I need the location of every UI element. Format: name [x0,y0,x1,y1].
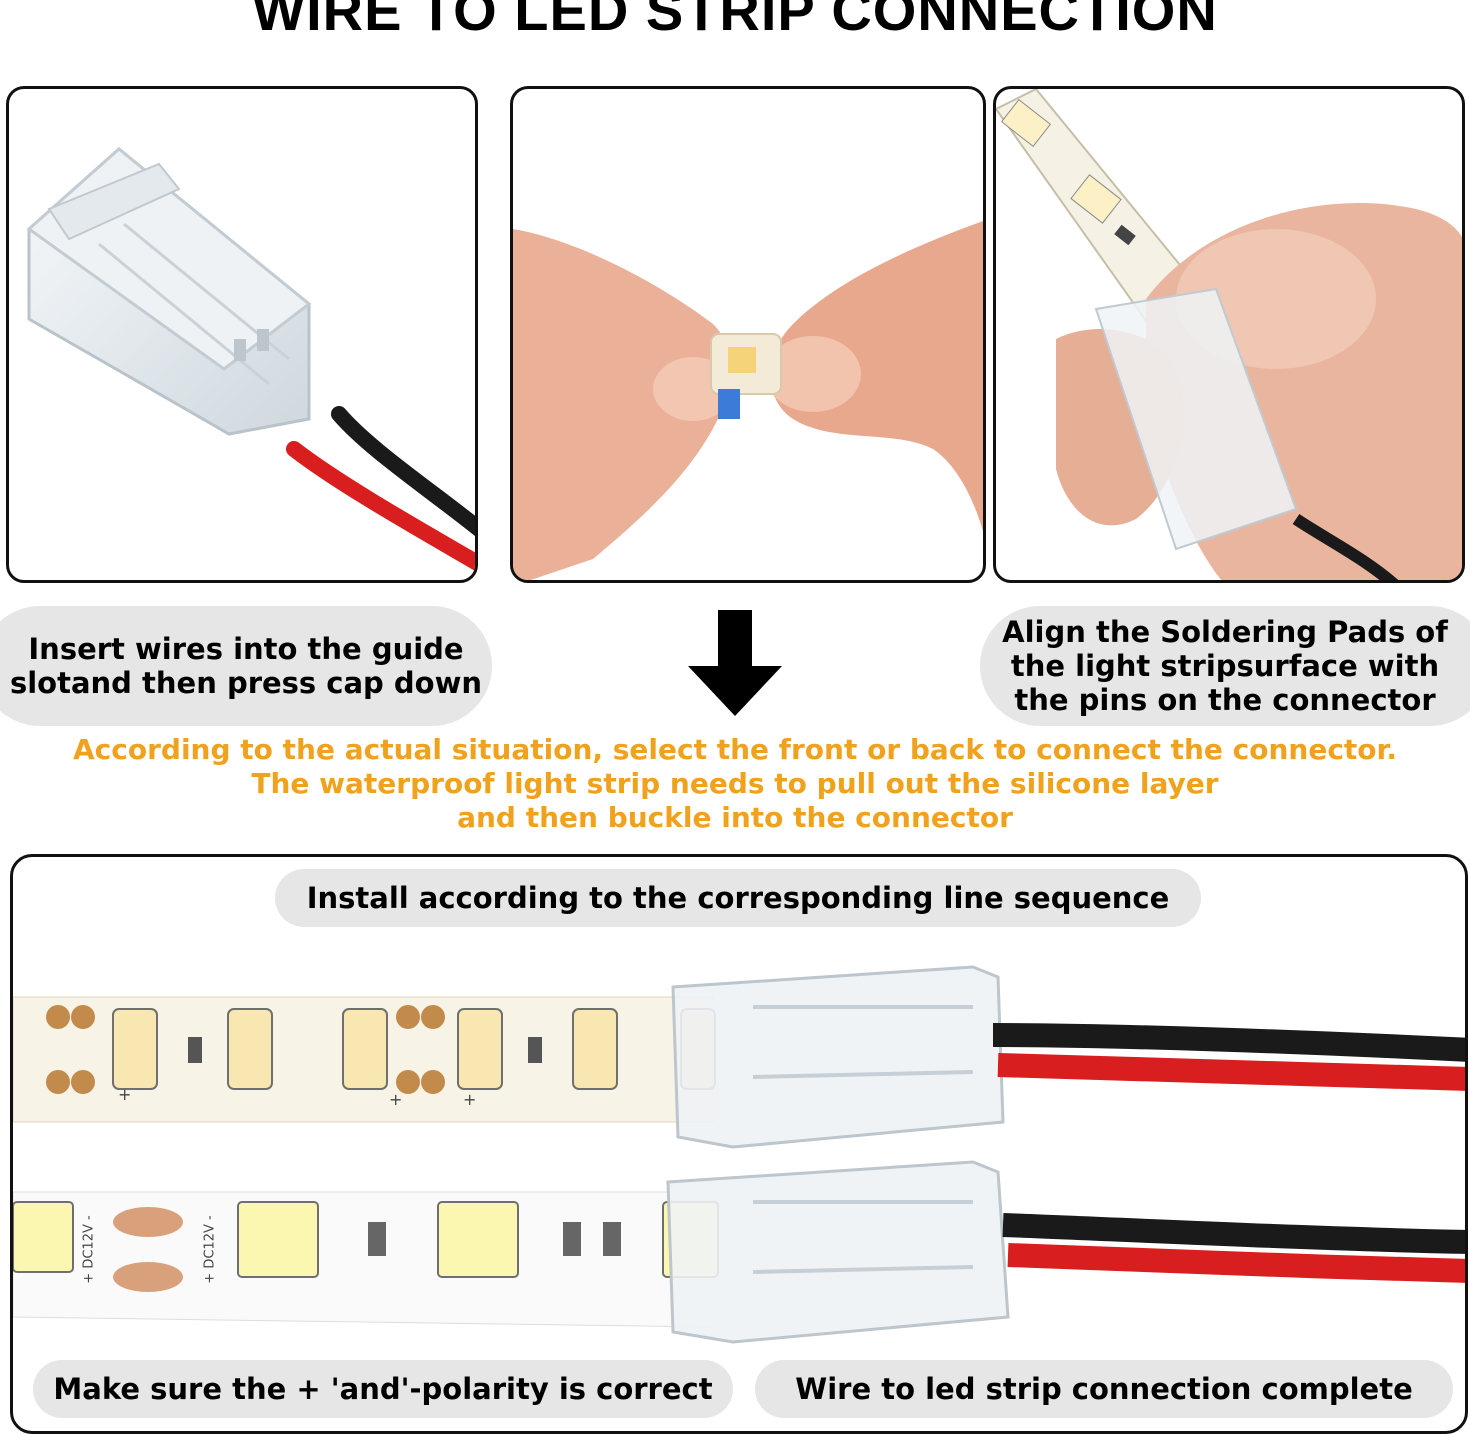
led-strip-bottom-icon [13,1191,719,1328]
led-strip-top-icon [13,996,716,1123]
connector-top-icon [671,965,1005,1149]
line-sequence-label: Install according to the corresponding l… [275,869,1201,927]
polarity-label: Make sure the + 'and'-polarity is correc… [33,1360,733,1418]
strip1-plus-mark-3: + [463,1090,477,1109]
strip1-plus-mark-1: + [118,1085,132,1104]
small-connector-icon [710,333,782,419]
photo-aligning-strip [993,86,1465,583]
strip2-voltage-mark-1: + DC12V - [81,1215,97,1284]
strip2-voltage-mark-2: + DC12V - [202,1215,218,1284]
photo-pressing-connector [510,86,986,583]
wire-end-icon [1292,514,1399,580]
page-title: WIRE TO LED STRIP CONNECTION [252,0,1218,42]
wire-pair-bottom-icon [1002,1213,1465,1283]
down-arrow-icon [688,610,782,716]
note-line-1: According to the actual situation, selec… [73,733,1397,766]
red-black-wire-icon [286,406,475,571]
note-line-2: The waterproof light strip needs to pull… [251,767,1219,800]
photo-finished-connections: + + + + DC12V - + DC12V - Install accord… [10,854,1468,1434]
strip1-plus-mark-2: + [389,1090,403,1109]
left-hand-icon [513,229,733,580]
connection-complete-label: Wire to led strip connection complete [755,1360,1453,1418]
wire-pair-top-icon [992,1023,1465,1091]
photo-connector-and-wires [6,86,478,583]
left-step-caption: Insert wires into the guide slotand then… [0,606,492,726]
clear-connector-icon [26,147,312,436]
right-hand-icon [765,221,983,532]
right-step-caption: Align the Soldering Pads of the light st… [980,606,1470,726]
connector-bottom-icon [666,1160,1010,1344]
note-line-3: and then buckle into the connector [457,801,1013,834]
connector-held-icon [1094,287,1298,551]
